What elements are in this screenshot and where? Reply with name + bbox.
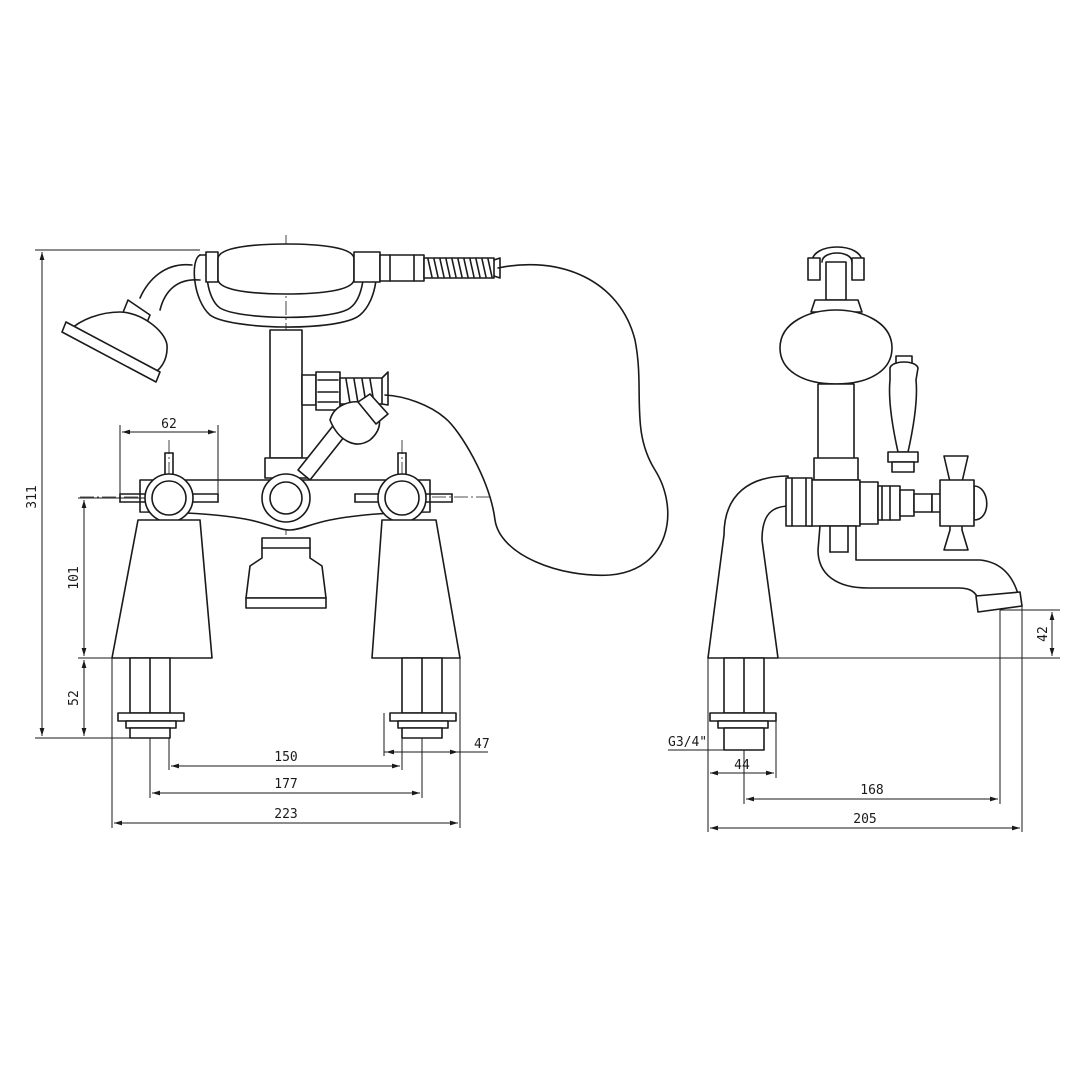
handset-handle — [205, 243, 425, 295]
dim-label-leg-depth: 44 — [734, 758, 750, 773]
leg-side — [707, 475, 813, 751]
front-dimensions — [35, 249, 488, 828]
dim-label-spout-height: 42 — [1036, 626, 1051, 642]
lever-side — [887, 355, 919, 473]
left-leg — [111, 519, 213, 739]
side-dimensions — [668, 606, 1060, 832]
side-view: 42 G3/4" 44 168 205 — [668, 246, 1060, 832]
hose-upper — [423, 257, 501, 279]
dim-label-leg-width: 47 — [474, 737, 490, 752]
dim-label-tail-centres: 150 — [274, 750, 297, 765]
spout-side — [817, 525, 1023, 613]
dim-label-overall-depth: 205 — [853, 812, 876, 827]
dim-label-leg-height: 52 — [67, 690, 82, 706]
shower-head-side — [779, 299, 893, 385]
pillar-side — [817, 383, 855, 461]
dim-label-overall-width: 223 — [274, 807, 297, 822]
central-pillar — [264, 329, 308, 479]
dim-label-thread: G3/4" — [668, 735, 707, 750]
dim-label-center-to-base: 101 — [67, 566, 82, 589]
dim-label-height-total: 311 — [25, 485, 40, 508]
dim-label-spout-reach: 168 — [860, 783, 883, 798]
dim-label-leg-centres: 177 — [274, 777, 297, 792]
side-bracket — [807, 246, 865, 301]
right-leg — [371, 519, 461, 739]
center-boss — [261, 473, 311, 523]
dim-label-handle-span: 62 — [161, 417, 177, 432]
cross-handle-side — [939, 455, 975, 551]
hose-loop — [384, 263, 669, 577]
front-view: 62 311 101 52 150 177 223 47 — [25, 235, 669, 828]
shower-head-front — [61, 263, 201, 383]
diverter-lever — [297, 393, 389, 481]
spout-front — [245, 537, 327, 609]
right-valve — [354, 452, 453, 549]
